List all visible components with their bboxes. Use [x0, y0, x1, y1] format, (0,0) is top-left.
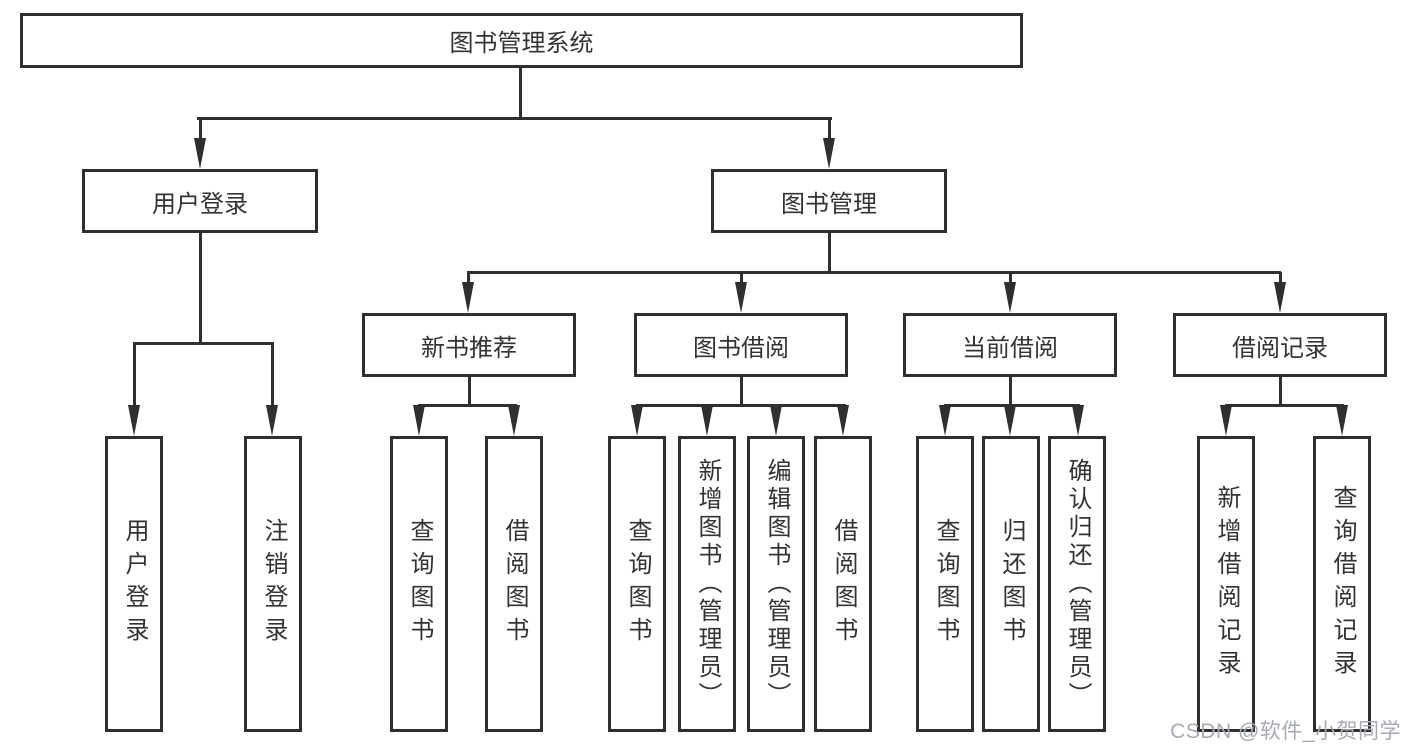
leaf-query-books-recommend-label: 查询图书: [406, 518, 433, 650]
leaf-borrow-books-label: 借阅图书: [830, 518, 857, 650]
leaf-borrow-books-recommend-label: 借阅图书: [501, 518, 528, 650]
connector-new-book-stem: [467, 377, 471, 407]
leaf-edit-book-admin-label: 编辑图书（管理员）: [763, 458, 790, 710]
leaf-user-login-label: 用户登录: [121, 518, 148, 650]
arrow-down-icon: [769, 405, 782, 436]
leaf-add-borrow-record: 新增借阅记录: [1197, 436, 1255, 732]
leaf-confirm-return-admin-label: 确认归还（管理员）: [1064, 458, 1091, 710]
connector-root-stem: [518, 68, 522, 118]
connector-book-management-branch: [466, 271, 1281, 274]
connector-drop-book-management: [827, 118, 831, 140]
leaf-add-borrow-record-label: 新增借阅记录: [1213, 485, 1240, 683]
node-root: 图书管理系统: [20, 13, 1023, 68]
connector-borrow-records-branch: [1224, 404, 1344, 407]
connector-new-book-branch: [417, 404, 517, 407]
node-user-login-label: 用户登录: [152, 190, 248, 218]
arrow-down-icon: [1273, 282, 1286, 313]
connector-borrow-records-stem: [1278, 377, 1282, 407]
leaf-query-books-current-label: 查询图书: [932, 518, 959, 650]
leaf-query-borrow-record: 查询借阅记录: [1313, 436, 1371, 732]
node-book-management: 图书管理: [711, 169, 947, 233]
connector-drop-current-borrow: [1008, 272, 1012, 284]
arrow-down-icon: [1071, 405, 1084, 436]
leaf-add-book-admin: 新增图书（管理员）: [678, 436, 736, 732]
connector-drop-book-borrow: [739, 272, 743, 284]
leaf-query-books-current: 查询图书: [916, 436, 974, 732]
arrow-down-icon: [1335, 405, 1348, 436]
node-current-borrow-label: 当前借阅: [962, 334, 1058, 362]
leaf-add-book-admin-label: 新增图书（管理员）: [694, 458, 721, 710]
connector-user-login-branch: [132, 342, 274, 345]
connector-user-login-stem: [198, 233, 202, 343]
arrow-down-icon: [836, 405, 849, 436]
arrow-down-icon: [193, 138, 206, 169]
arrow-down-icon: [1003, 282, 1016, 313]
leaf-confirm-return-admin: 确认归还（管理员）: [1048, 436, 1106, 732]
leaf-query-books-borrow-label: 查询图书: [624, 518, 651, 650]
node-user-login: 用户登录: [82, 169, 318, 233]
leaf-return-books-label: 归还图书: [998, 518, 1025, 650]
leaf-logout: 注销登录: [244, 436, 302, 732]
connector-drop-borrow-records: [1278, 272, 1282, 284]
node-borrow-records: 借阅记录: [1173, 313, 1387, 377]
leaf-edit-book-admin: 编辑图书（管理员）: [747, 436, 805, 732]
node-book-borrow: 图书借阅: [634, 313, 848, 377]
connector-drop-leaf-user-login: [132, 343, 136, 407]
node-root-label: 图书管理系统: [449, 30, 594, 57]
arrow-down-icon: [127, 405, 140, 436]
node-new-book-recommend: 新书推荐: [362, 313, 576, 377]
connector-drop-user-login: [198, 118, 202, 140]
connector-drop-new-book: [466, 272, 470, 284]
node-current-borrow: 当前借阅: [903, 313, 1117, 377]
leaf-query-books-recommend: 查询图书: [390, 436, 448, 732]
arrow-down-icon: [1219, 405, 1232, 436]
node-new-book-recommend-label: 新书推荐: [421, 334, 517, 362]
arrow-down-icon: [412, 405, 425, 436]
leaf-query-borrow-record-label: 查询借阅记录: [1329, 485, 1356, 683]
node-book-management-label: 图书管理: [781, 190, 877, 218]
arrow-down-icon: [822, 138, 835, 169]
connector-book-borrow-branch: [635, 404, 846, 407]
node-borrow-records-label: 借阅记录: [1232, 334, 1328, 362]
arrow-down-icon: [1003, 405, 1016, 436]
leaf-logout-label: 注销登录: [260, 518, 287, 650]
connector-book-management-stem: [827, 233, 831, 272]
arrow-down-icon: [734, 282, 747, 313]
leaf-user-login: 用户登录: [105, 436, 163, 732]
leaf-return-books: 归还图书: [982, 436, 1040, 732]
connector-drop-leaf-logout: [271, 343, 274, 407]
node-book-borrow-label: 图书借阅: [693, 334, 789, 362]
arrow-down-icon: [700, 405, 713, 436]
connector-root-branch: [197, 117, 832, 120]
leaf-borrow-books-recommend: 借阅图书: [485, 436, 543, 732]
arrow-down-icon: [507, 405, 520, 436]
connector-book-borrow-stem: [739, 377, 743, 407]
arrow-down-icon: [266, 405, 278, 436]
arrow-down-icon: [461, 282, 474, 313]
leaf-query-books-borrow: 查询图书: [608, 436, 666, 732]
arrow-down-icon: [938, 405, 951, 436]
arrow-down-icon: [630, 405, 643, 436]
watermark: CSDN @软件_小贺同学: [1170, 720, 1401, 743]
connector-current-borrow-stem: [1008, 377, 1012, 407]
leaf-borrow-books: 借阅图书: [814, 436, 872, 732]
